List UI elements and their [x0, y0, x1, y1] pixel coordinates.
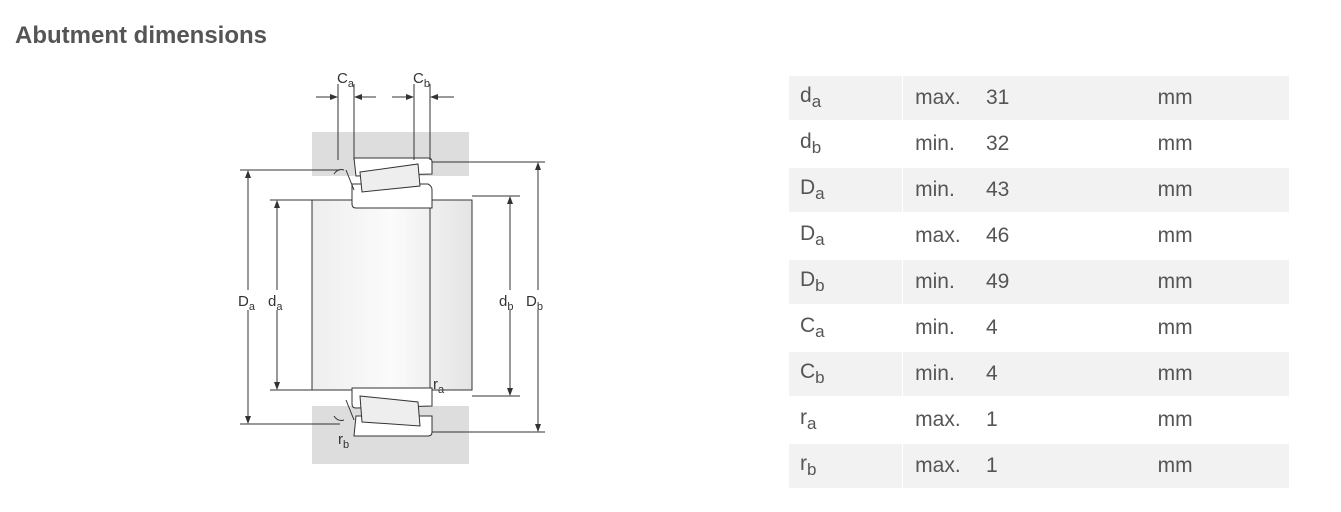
- dimension-lines: [240, 84, 545, 433]
- row-qualifier: min.: [915, 316, 955, 339]
- row-qualifier: min.: [903, 260, 986, 304]
- table-row: ra max. 1 mm: [789, 398, 1289, 442]
- label-rb: rb: [338, 431, 349, 451]
- row-symbol: Db: [789, 260, 904, 304]
- shaft: [311, 199, 473, 391]
- row-qualifier: min.: [903, 352, 986, 396]
- label-da-inner: da: [268, 293, 283, 313]
- row-qualifier: max.: [915, 408, 961, 431]
- row-qualifier: max.: [915, 224, 961, 247]
- bearing-bottom: [333, 387, 433, 437]
- row-qualifier: max.: [903, 76, 986, 120]
- row-symbol: ra: [789, 398, 904, 442]
- row-unit: mm: [1157, 316, 1193, 339]
- page-title: Abutment dimensions: [15, 22, 268, 49]
- row-symbol: Da: [789, 214, 904, 258]
- row-unit: mm: [1157, 260, 1289, 304]
- row-symbol: rb: [789, 444, 904, 488]
- row-symbol: Ca: [789, 306, 904, 350]
- row-qualifier: min.: [903, 168, 986, 212]
- row-value: 43: [985, 168, 1158, 212]
- dimensions-table: da max. 31 mm db min. 32 mm Da min. 43 m…: [789, 74, 1289, 490]
- row-value: 49: [985, 260, 1158, 304]
- row-symbol: Cb: [789, 352, 904, 396]
- table-row: db min. 32 mm: [789, 122, 1289, 166]
- row-value: 32: [985, 132, 1010, 155]
- row-symbol: db: [789, 122, 904, 166]
- label-ra: ra: [433, 376, 445, 396]
- row-value: 31: [985, 76, 1158, 120]
- table-row: rb max. 1 mm: [789, 444, 1289, 488]
- row-unit: mm: [1157, 444, 1289, 488]
- label-cb: Cb: [413, 70, 430, 90]
- row-value: 1: [985, 408, 998, 431]
- label-db-outer: Db: [526, 293, 543, 313]
- row-unit: mm: [1157, 224, 1193, 247]
- label-db-inner: db: [499, 293, 513, 313]
- label-ca: Ca: [337, 70, 355, 90]
- abutment-diagram: Ca Cb Da da db Db ra rb: [238, 70, 545, 464]
- row-qualifier: max.: [903, 444, 986, 488]
- row-unit: mm: [1157, 168, 1289, 212]
- row-value: 4: [985, 316, 998, 339]
- row-value: 4: [985, 352, 1158, 396]
- dimension-arrows: [245, 94, 541, 432]
- row-value: 1: [985, 444, 1158, 488]
- row-qualifier: min.: [915, 132, 955, 155]
- table-row: Cb min. 4 mm: [789, 352, 1289, 396]
- row-unit: mm: [1157, 132, 1193, 155]
- label-da-outer: Da: [238, 293, 256, 313]
- row-symbol: Da: [789, 168, 904, 212]
- table-row: Da min. 43 mm: [789, 168, 1289, 212]
- table-row: Ca min. 4 mm: [789, 306, 1289, 350]
- row-unit: mm: [1157, 408, 1193, 431]
- row-symbol: da: [789, 76, 904, 120]
- table-row: Da max. 46 mm: [789, 214, 1289, 258]
- row-value: 46: [985, 224, 1010, 247]
- row-unit: mm: [1157, 76, 1289, 120]
- bearing-top: [333, 157, 433, 209]
- table-row: da max. 31 mm: [789, 76, 1289, 120]
- row-unit: mm: [1157, 352, 1289, 396]
- table-row: Db min. 49 mm: [789, 260, 1289, 304]
